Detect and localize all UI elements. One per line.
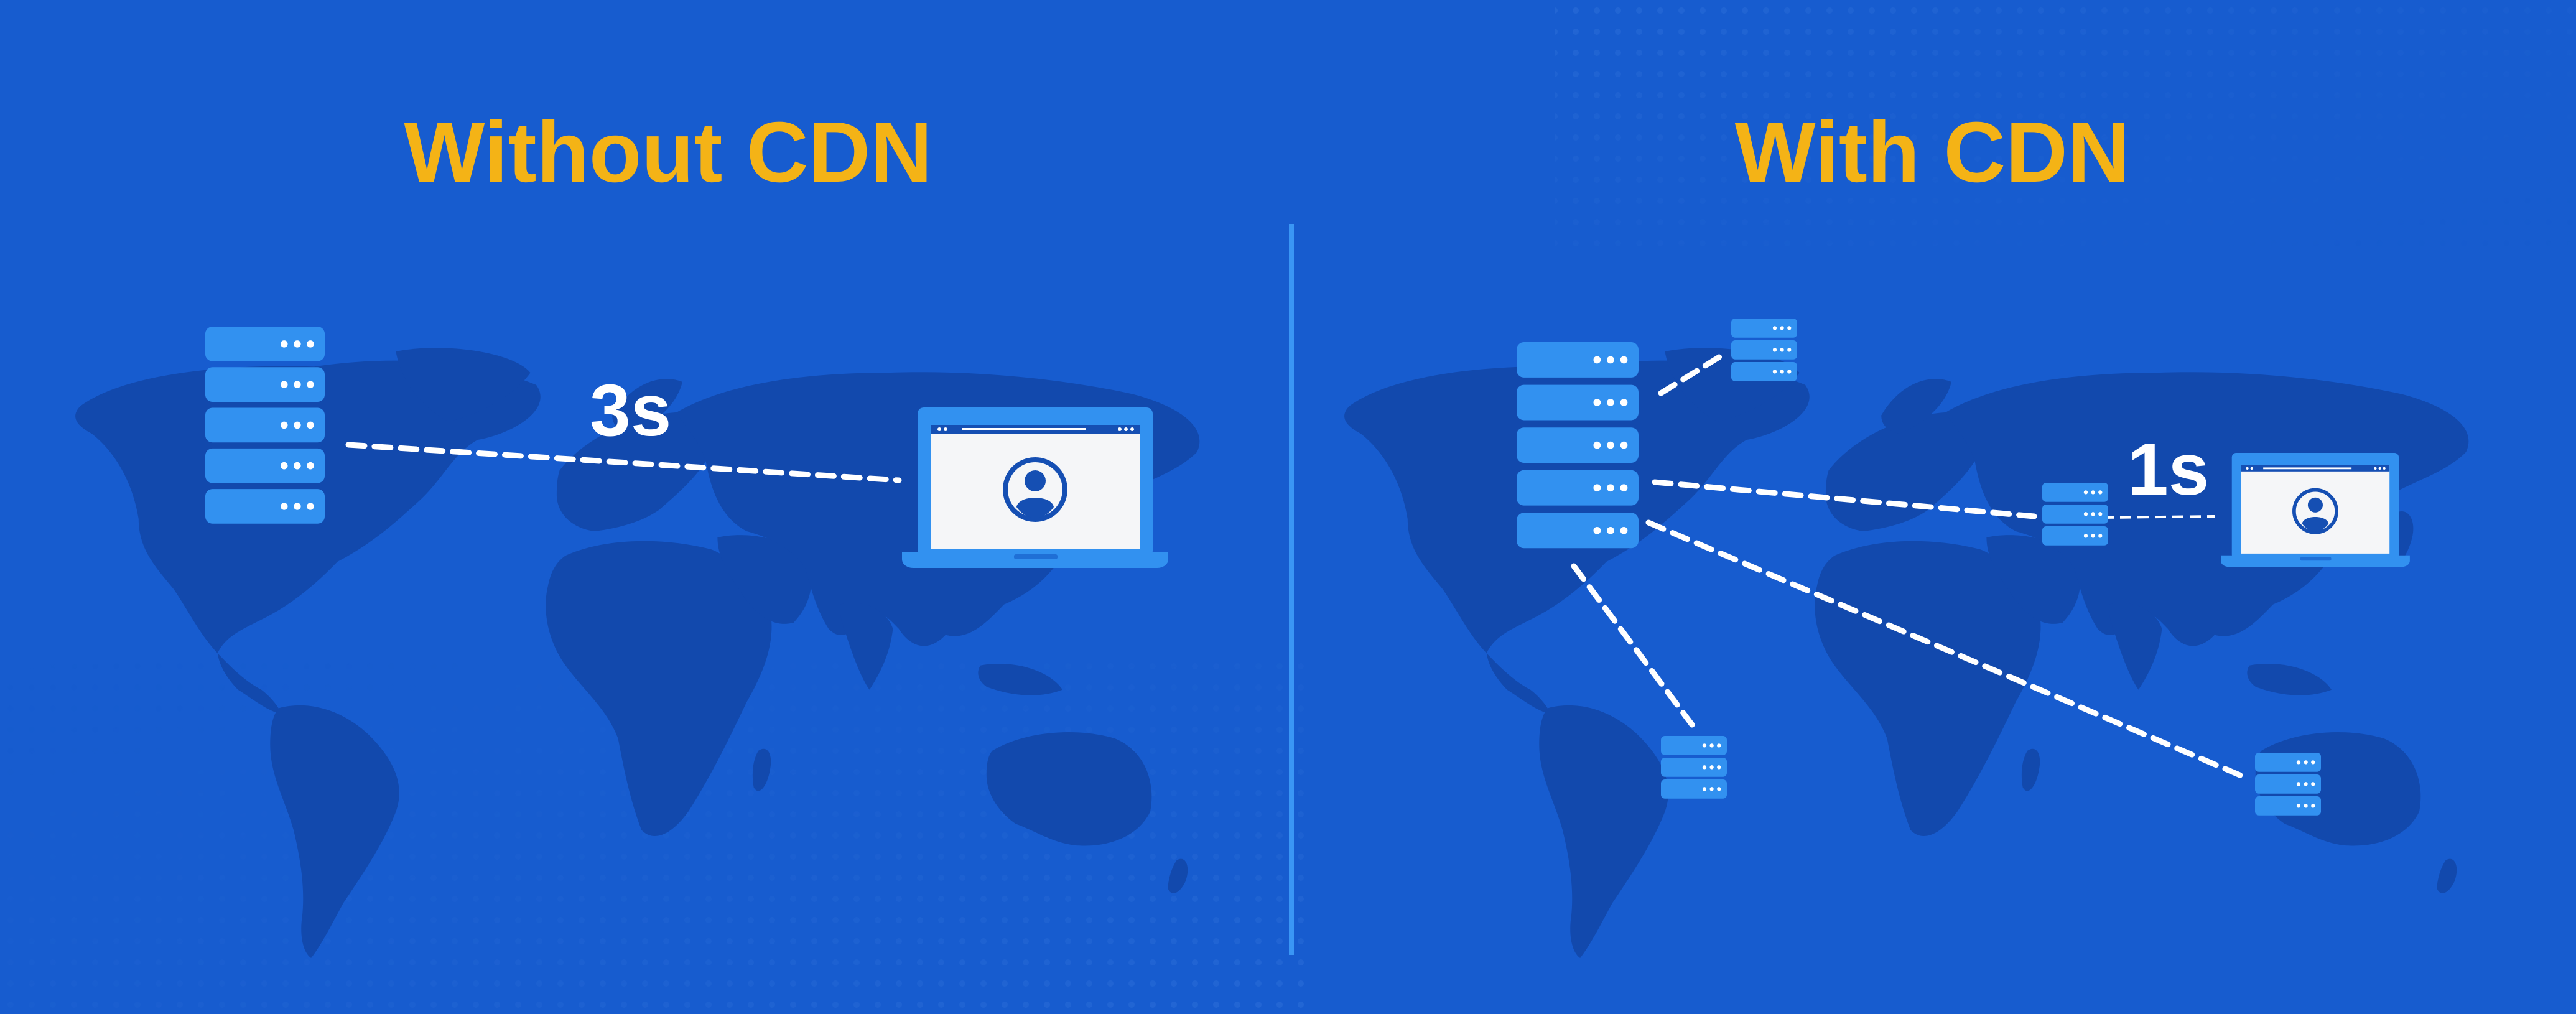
latency-label-with-cdn: 1s [2127, 429, 2210, 511]
connection-line-origin-to-client [345, 442, 902, 483]
origin-server-icon [1517, 342, 1639, 549]
title-with-cdn: With CDN [1734, 105, 2130, 200]
title-without-cdn: Without CDN [404, 105, 932, 200]
laptop-user-icon [902, 407, 1168, 568]
line-to-edge-north [1658, 351, 1726, 396]
laptop-user-icon [2221, 453, 2410, 567]
line-to-edge-asia [1652, 479, 2037, 519]
line-to-edge-south-america [1571, 563, 1695, 728]
edge-server-australia-icon [2255, 753, 2321, 816]
edge-server-south-america-icon [1661, 736, 1727, 799]
line-edge-to-client [2102, 515, 2215, 519]
edge-server-north-icon [1731, 319, 1797, 381]
latency-label-without-cdn: 3s [590, 370, 672, 452]
panel-divider [1289, 224, 1294, 955]
line-to-edge-australia [1645, 519, 2249, 781]
origin-server-icon [205, 327, 325, 524]
cdn-connection-lines [1571, 351, 2249, 781]
edge-server-asia-icon [2042, 483, 2108, 546]
